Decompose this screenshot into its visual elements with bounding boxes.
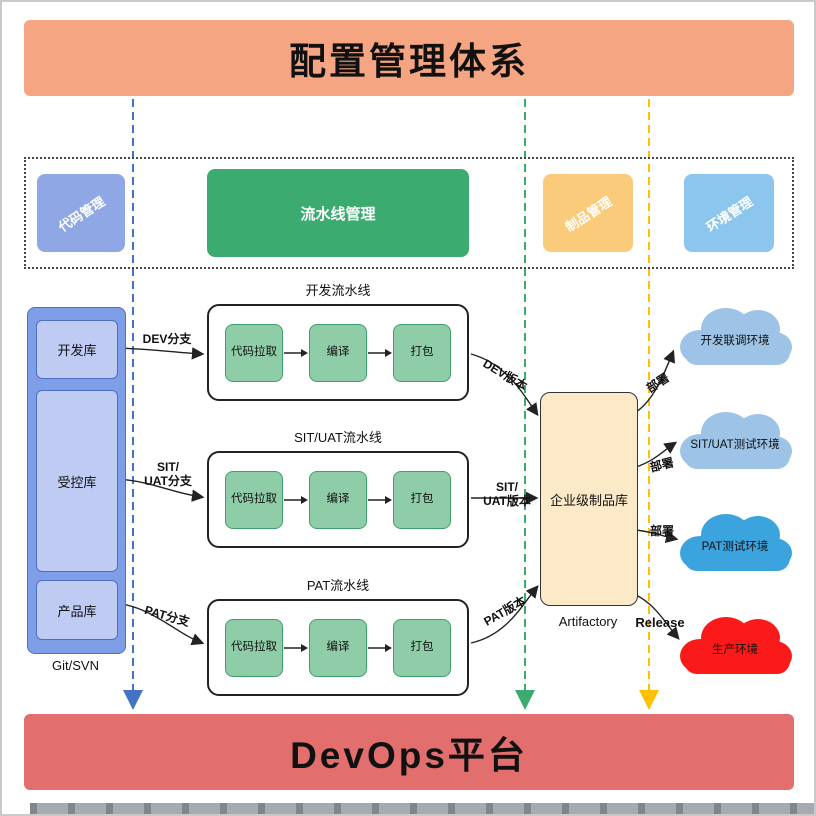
legend-code-label: 代码管理	[55, 193, 108, 235]
label-dev-version: DEV版本	[480, 356, 530, 394]
footer-title: DevOps平台	[290, 735, 528, 776]
repo-dev: 开发库	[36, 320, 118, 379]
legend-pipeline-label: 流水线管理	[300, 205, 376, 223]
header-banner: 配置管理体系	[24, 20, 794, 96]
env-cloud-pat: PAT测试环境	[670, 501, 800, 581]
step-compile-label: 编译	[326, 492, 350, 505]
legend-environment-management: 环境管理	[684, 174, 774, 252]
step-code-pull: 代码拉取	[225, 323, 283, 382]
pipeline-dev-title: 开发流水线	[305, 283, 371, 298]
step-code-pull: 代码拉取	[225, 470, 283, 529]
step-arrow-icon	[284, 643, 308, 653]
step-arrow-icon	[284, 348, 308, 358]
legend-artifact-label: 制品管理	[562, 193, 615, 235]
header-title: 配置管理体系	[289, 41, 529, 82]
legend-code-management: 代码管理	[37, 174, 125, 252]
env-cloud-situat: SIT/UAT测试环境	[670, 399, 800, 479]
cloud-shape	[680, 514, 792, 571]
step-code-pull-label: 代码拉取	[231, 492, 277, 505]
cloud-shape	[680, 308, 792, 365]
label-situat-version: SIT/ UAT版本	[483, 480, 531, 509]
step-code-pull-label: 代码拉取	[231, 640, 277, 653]
step-compile: 编译	[309, 323, 367, 382]
legend-environment-label: 环境管理	[703, 193, 756, 235]
label-pat-branch: PAT分支	[142, 602, 192, 630]
cloud-shape	[680, 617, 792, 674]
arrow-dev-branch	[115, 347, 205, 360]
label-release: Release	[635, 615, 685, 630]
label-situat-branch: SIT/ UAT分支	[144, 460, 192, 489]
pipeline-dev-box: 代码拉取 编译 打包	[207, 304, 469, 401]
legend-pipeline-management: 流水线管理	[207, 169, 469, 257]
step-code-pull-label: 代码拉取	[231, 345, 277, 358]
step-package: 打包	[393, 618, 451, 677]
step-compile: 编译	[309, 618, 367, 677]
repo-stack-caption: Git/SVN	[52, 658, 99, 673]
artifact-repository-caption: Artifactory	[558, 614, 618, 629]
step-arrow-icon	[368, 495, 392, 505]
artifact-repository: 企业级制品库	[540, 392, 638, 606]
step-arrow-icon	[368, 643, 392, 653]
repo-product: 产品库	[36, 580, 118, 640]
legend-container	[24, 157, 794, 269]
cloud-shape	[680, 412, 792, 469]
step-compile-label: 编译	[326, 640, 350, 653]
pipeline-situat-title: SIT/UAT流水线	[294, 430, 382, 445]
env-cloud-dev: 开发联调环境	[670, 295, 800, 375]
step-package: 打包	[393, 470, 451, 529]
bottom-edge-artifact	[30, 803, 814, 814]
step-package-label: 打包	[410, 345, 434, 358]
step-package-label: 打包	[410, 640, 434, 653]
env-cloud-production: 生产环境	[670, 604, 800, 684]
artifact-repository-label: 企业级制品库	[549, 492, 628, 508]
label-dev-branch: DEV分支	[142, 332, 192, 346]
legend-artifact-management: 制品管理	[543, 174, 633, 252]
env-dev-label: 开发联调环境	[700, 335, 770, 347]
label-deploy-dev: 部署	[644, 370, 672, 396]
pipeline-pat-box: 代码拉取 编译 打包	[207, 599, 469, 696]
step-package: 打包	[393, 323, 451, 382]
step-compile-label: 编译	[326, 345, 350, 358]
repo-controlled-label: 受控库	[57, 474, 97, 490]
repo-stack: 开发库 受控库 产品库	[27, 307, 126, 654]
repo-product-label: 产品库	[57, 603, 97, 619]
pipeline-situat-box: 代码拉取 编译 打包	[207, 451, 469, 548]
label-deploy-pat: 部署	[649, 524, 674, 538]
pipeline-pat-title: PAT流水线	[306, 578, 370, 593]
step-package-label: 打包	[410, 492, 434, 505]
footer-banner: DevOps平台	[24, 714, 794, 790]
step-code-pull: 代码拉取	[225, 618, 283, 677]
repo-dev-label: 开发库	[57, 343, 97, 358]
env-production-label: 生产环境	[712, 644, 758, 656]
step-arrow-icon	[284, 495, 308, 505]
step-compile: 编译	[309, 470, 367, 529]
repo-controlled: 受控库	[36, 390, 118, 572]
env-pat-label: PAT测试环境	[701, 541, 769, 553]
step-arrow-icon	[368, 348, 392, 358]
label-pat-version: PAT版本	[481, 593, 529, 629]
env-situat-label: SIT/UAT测试环境	[690, 439, 780, 451]
